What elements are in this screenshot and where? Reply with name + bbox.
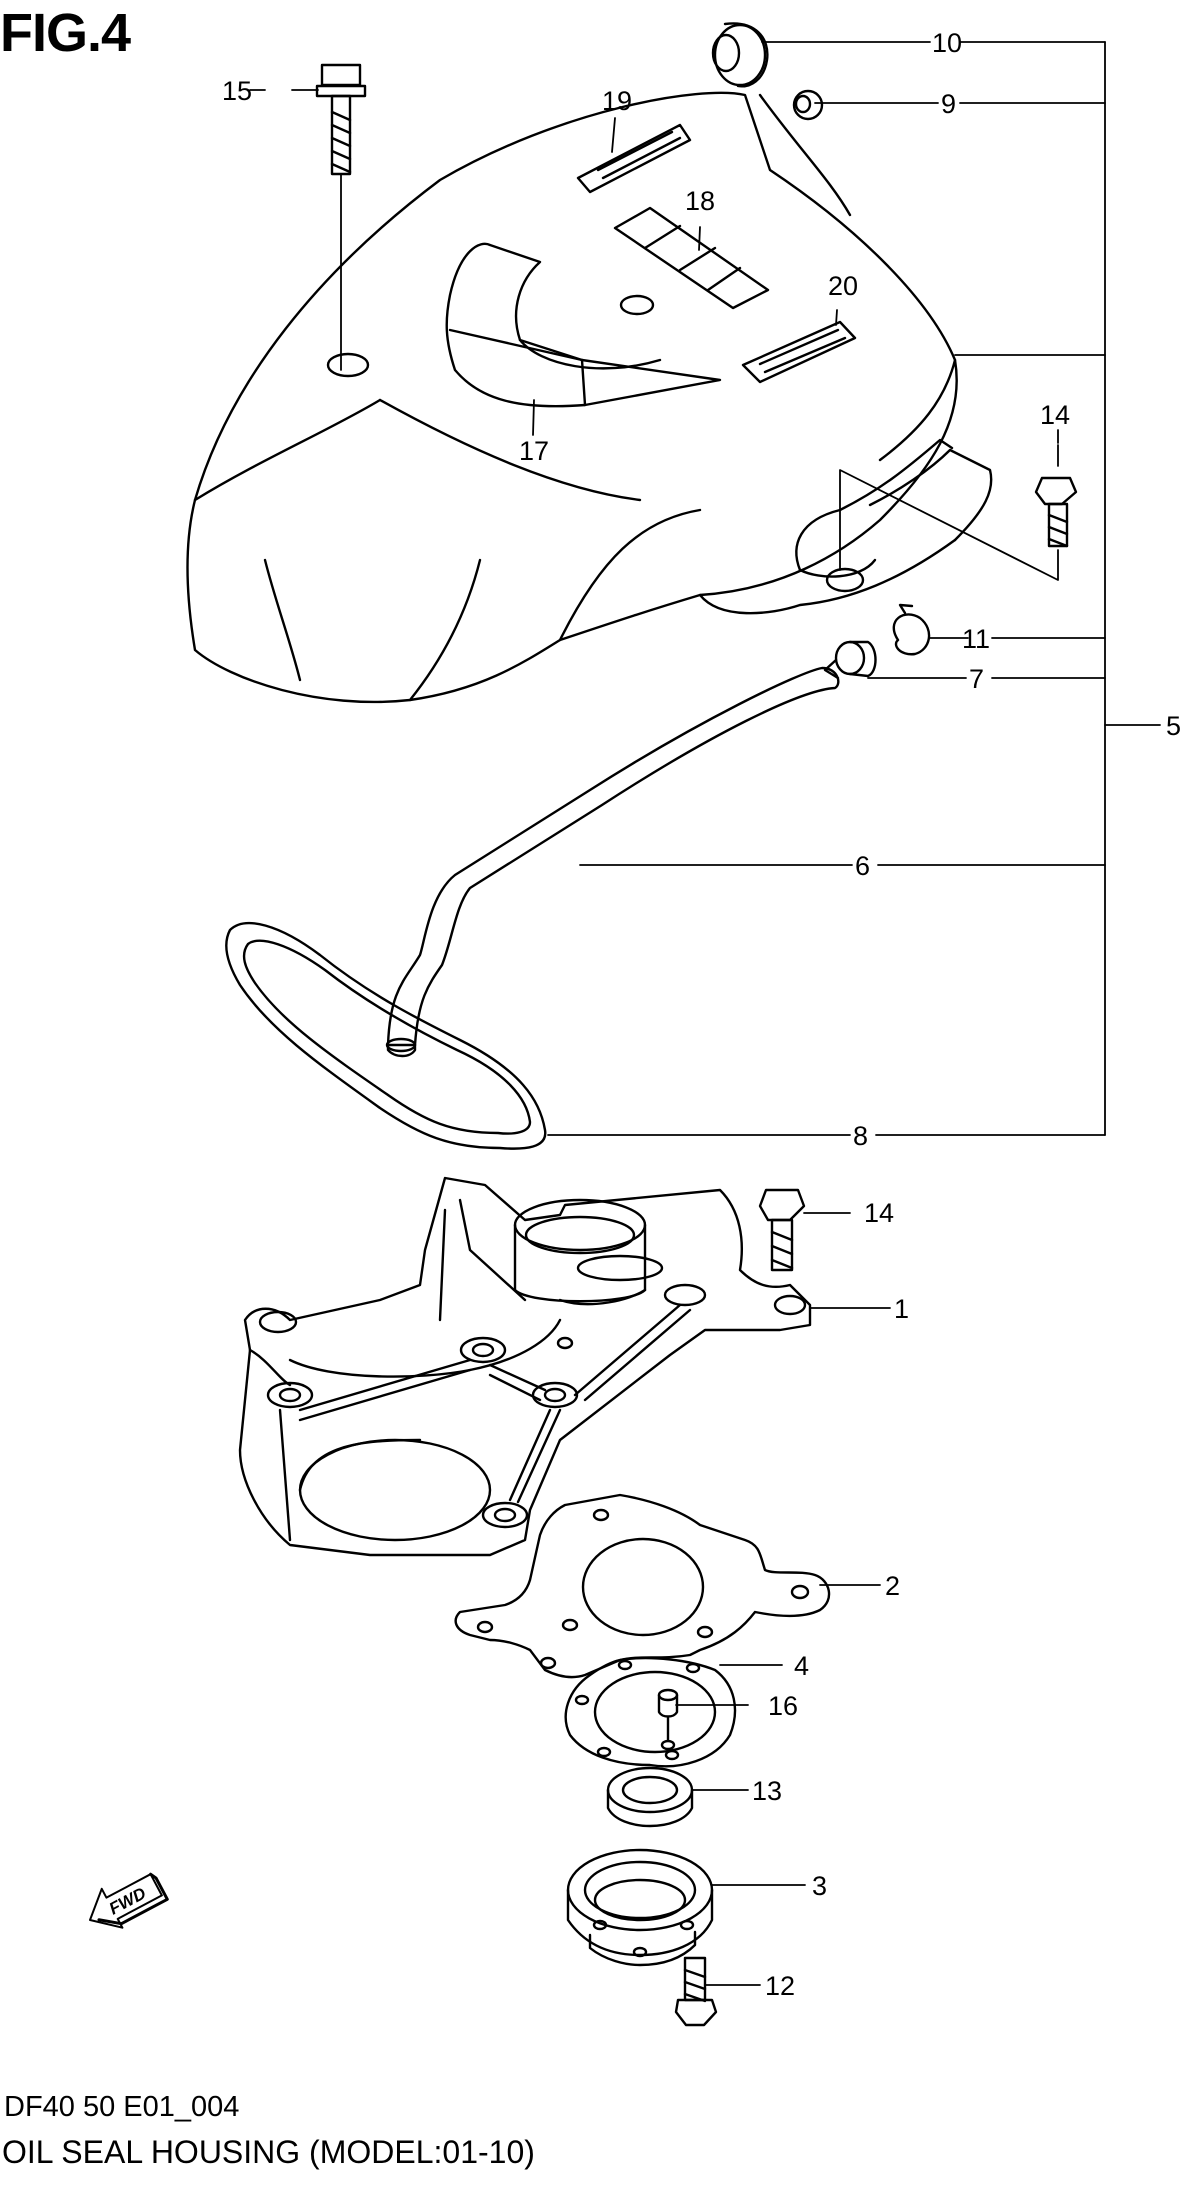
- pin-part-16: [657, 1688, 679, 1751]
- callout-5: 5: [1166, 711, 1181, 741]
- callout-2: 2: [885, 1571, 900, 1601]
- callout-6: 6: [855, 851, 870, 881]
- callout-labels: 10 9 15 19 18 20 17 14 11 7 5 6 8 14 1 2…: [106, 28, 1181, 2001]
- seal-cap-part-3: [566, 1848, 714, 1967]
- figure-caption: OIL SEAL HOUSING (MODEL:01-10): [2, 2134, 535, 2170]
- grommet-part-9: [792, 89, 824, 121]
- clip-part-11: [892, 603, 931, 656]
- callout-9: 9: [941, 89, 956, 119]
- callout-10: 10: [932, 28, 962, 58]
- callout-1: 1: [894, 1294, 909, 1324]
- leader-lines: [249, 41, 1161, 1986]
- fitting-part-7: [823, 640, 877, 680]
- bolt-part-15: [315, 63, 367, 176]
- bolt-part-14-lower: [758, 1188, 806, 1272]
- callout-20: 20: [828, 271, 858, 301]
- gasket-part-8: [225, 922, 547, 1150]
- oil-seal-part-13: [606, 1766, 694, 1828]
- callout-4: 4: [794, 1651, 809, 1681]
- callout-15: 15: [222, 76, 252, 106]
- grommet-part-10: [711, 22, 769, 88]
- figure-title: FIG.4: [0, 3, 131, 63]
- callout-3: 3: [812, 1871, 827, 1901]
- callout-19: 19: [602, 86, 632, 116]
- bolt-part-14-upper: [1034, 476, 1078, 548]
- callout-12: 12: [765, 1971, 795, 2001]
- fwd-direction-arrow: [89, 1872, 169, 1929]
- gasket-part-2: [454, 1493, 831, 1679]
- drawing-code: DF40 50 E01_004: [4, 2091, 240, 2123]
- plate-part-4: [564, 1656, 737, 1768]
- callout-14-lower: 14: [864, 1198, 894, 1228]
- oil-seal-housing-part-1: [238, 1176, 812, 1557]
- callout-13: 13: [752, 1776, 782, 1806]
- callout-11: 11: [962, 624, 990, 654]
- bolt-part-12: [674, 1956, 718, 2027]
- callout-18: 18: [685, 186, 715, 216]
- callout-8: 8: [853, 1121, 868, 1151]
- hose-part-6: [385, 666, 840, 1058]
- callout-7: 7: [969, 664, 984, 694]
- callout-17: 17: [519, 436, 549, 466]
- callout-14-upper: 14: [1040, 400, 1070, 430]
- callout-16: 16: [768, 1691, 798, 1721]
- separator-cover: [186, 91, 993, 704]
